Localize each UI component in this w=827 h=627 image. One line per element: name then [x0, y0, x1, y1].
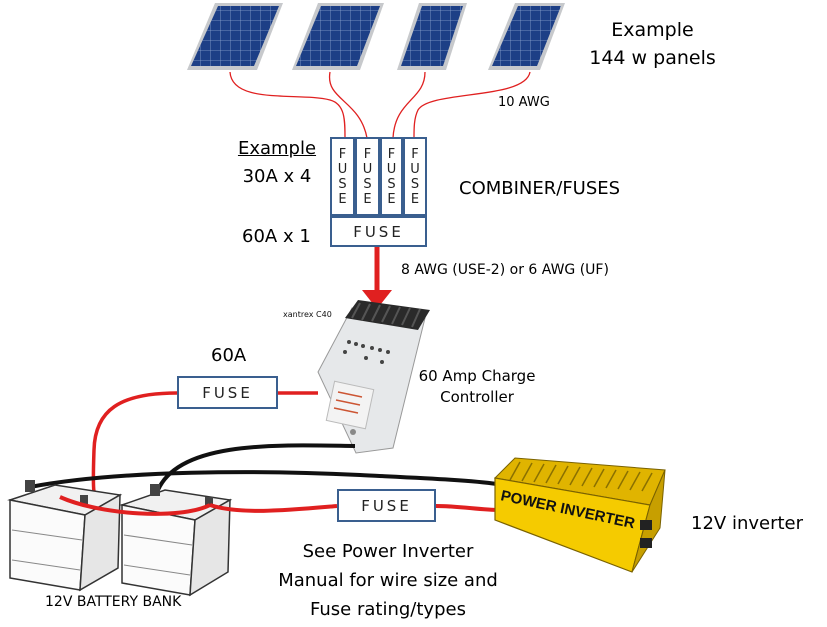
battery-2	[119, 484, 233, 597]
fuse-letter: F	[338, 146, 347, 162]
fuse-letter: E	[363, 191, 372, 207]
fuse-letter: F	[363, 146, 372, 162]
power-inverter: POWER INVERTER	[493, 457, 666, 573]
fuse-letter: S	[338, 176, 347, 192]
panels-label: Example 144 w panels	[585, 16, 720, 72]
inverter-label: 12V inverter	[691, 513, 804, 534]
combiner-fuse-1: F U S E	[330, 137, 355, 216]
controller-brand: xantrex C40	[283, 310, 332, 319]
fuse-letter: E	[387, 191, 396, 207]
combiner-title: COMBINER/FUSES	[459, 178, 621, 199]
inverter-note-line2: Manual for wire size and	[278, 570, 498, 591]
fuse-letter: U	[337, 161, 348, 177]
battery-fuse: FUSE	[177, 376, 278, 409]
inverter-fuse: FUSE	[337, 489, 436, 522]
solar-panel-1	[187, 3, 283, 70]
controller-label-line2: Controller	[440, 388, 514, 406]
combiner-fuse-2: F U S E	[355, 137, 380, 216]
fuse-letter: F	[411, 146, 419, 162]
combiner-main-fuse: FUSE	[330, 216, 427, 247]
battery-1	[7, 480, 123, 592]
combiner-fuse-3: F U S E	[380, 137, 403, 216]
fuse-letter: U	[410, 161, 420, 177]
battery-fuse-rating: 60A	[211, 345, 247, 366]
controller-positive-wire	[91, 391, 318, 514]
negative-wires	[29, 443, 498, 491]
fuse-letter: S	[410, 176, 420, 192]
charge-controller	[317, 300, 430, 454]
controller-label: 60 Amp Charge Controller	[412, 366, 542, 408]
fuse-letter: E	[410, 191, 420, 207]
solar-panel-3	[397, 3, 467, 70]
fuse-letter: F	[387, 146, 396, 162]
fuse-letter: S	[363, 176, 372, 192]
fuse-letter: U	[362, 161, 373, 177]
inverter-note-line1: See Power Inverter	[302, 541, 474, 562]
combiner-fuse-4: F U S E	[403, 137, 427, 216]
combiner-example-label: Example	[237, 138, 317, 159]
fuse-letter: E	[338, 191, 347, 207]
fuse-letter: U	[386, 161, 397, 177]
panel-wire-gauge-label: 10 AWG	[498, 95, 550, 110]
controller-label-line1: 60 Amp Charge	[418, 367, 536, 385]
main-fuse-rating: 60A x 1	[242, 226, 311, 247]
small-fuse-rating: 30A x 4	[242, 166, 312, 187]
solar-panel-2	[292, 3, 384, 70]
panel-wires	[229, 71, 531, 139]
panels-label-line1: Example	[611, 19, 694, 41]
combiner-wire-gauge-label: 8 AWG (USE-2) or 6 AWG (UF)	[401, 262, 609, 278]
battery-bank-label: 12V BATTERY BANK	[45, 594, 182, 610]
inverter-note-line3: Fuse rating/types	[310, 599, 466, 620]
panels-label-line2: 144 w panels	[589, 47, 716, 69]
inverter-note: See Power Inverter Manual for wire size …	[252, 537, 524, 624]
solar-panel-4	[488, 3, 565, 70]
combiner-to-controller-wire	[362, 247, 392, 309]
fuse-letter: S	[387, 176, 396, 192]
